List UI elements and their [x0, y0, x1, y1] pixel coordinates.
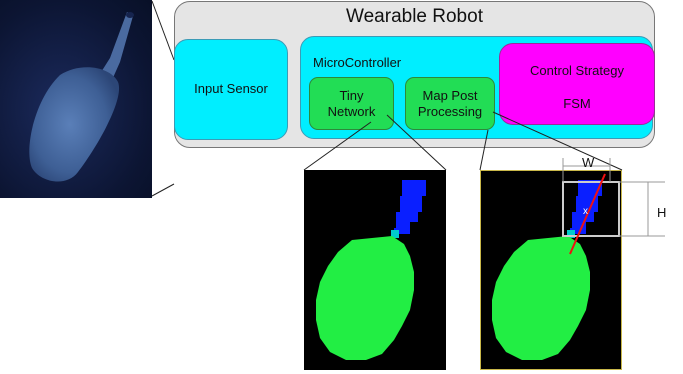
input-sensor-box: [174, 39, 288, 140]
mask1-handle: [394, 180, 426, 234]
microcontroller-label: MicroController: [313, 55, 402, 70]
mask2-edge: [567, 230, 575, 238]
zoom-line-map-right: [492, 111, 623, 171]
scoop-handle: [98, 12, 133, 80]
handle-bounding-box: [562, 181, 620, 237]
wearable-robot-title: Wearable Robot: [346, 6, 483, 27]
scoop-photo: [0, 0, 152, 198]
control-strategy-label: Control Strategy: [530, 63, 624, 78]
photo-connector-bottom: [151, 183, 175, 197]
tiny-network-box: [309, 77, 394, 130]
center-mark: x: [583, 206, 588, 217]
tiny-network-label: Tiny Network: [309, 88, 394, 120]
input-sensor-label: Input Sensor: [194, 81, 268, 96]
map-post-processing-line-2: Processing: [417, 104, 483, 119]
scoop-hole: [126, 12, 134, 18]
width-label: W: [582, 155, 595, 170]
mask1-edge: [391, 230, 399, 238]
scoop-bowl: [29, 67, 120, 182]
control-strategy-box: [499, 43, 655, 125]
map-post-processing-line-1: Map Post: [422, 88, 478, 103]
height-label: H: [657, 205, 667, 220]
map-post-processing-label: Map Post Processing: [405, 88, 495, 120]
zoom-line-map-left: [479, 129, 489, 171]
fsm-label: FSM: [563, 96, 591, 111]
mask2-handle: [570, 180, 602, 234]
tiny-network-line-2: Network: [327, 104, 376, 119]
scoop-image: [29, 12, 134, 182]
zoom-line-tiny-right: [386, 114, 447, 171]
mask1-body: [316, 236, 414, 360]
orientation-axis-line: [569, 173, 606, 255]
photo-connector-top: [151, 0, 175, 61]
zoom-line-tiny-left: [303, 121, 372, 171]
mask2-body: [492, 236, 590, 360]
map-post-processing-box: [405, 77, 495, 130]
tiny-network-line-1: Tiny: [339, 88, 364, 103]
